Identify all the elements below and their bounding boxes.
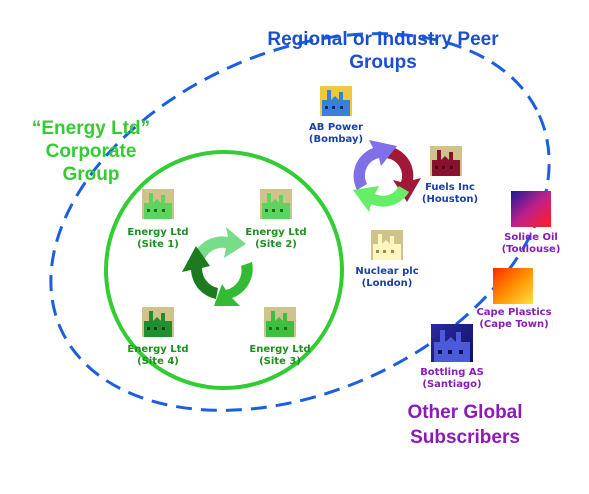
corporate-title-line: “Energy Ltd”: [31, 118, 151, 139]
corporate-title-line: Corporate: [45, 141, 137, 162]
peer-label: Fuels Inc(Houston): [421, 182, 479, 205]
factory-icon: [320, 86, 352, 116]
subscriber-label: Solide Oil(Toulouse): [501, 232, 561, 255]
green-cycle-arrows-icon: [182, 227, 253, 306]
factory-icon: [371, 230, 403, 260]
green-factory-icon: [142, 189, 174, 219]
factory-icon: [431, 324, 473, 362]
gradient-square-icon: [493, 268, 533, 304]
green-factory-icon: [260, 189, 292, 219]
green-factory-icon: [142, 307, 174, 337]
corporate-group-boundary: [104, 150, 344, 390]
peer-group-title: Regional or Industry Peer Groups: [248, 28, 518, 74]
global-title-line: Subscribers: [410, 427, 520, 448]
subscriber-label: Bottling AS(Santiago): [420, 367, 484, 390]
subscriber-label: Cape Plastics(Cape Town): [476, 307, 552, 330]
site-label: Energy Ltd(Site 1): [127, 227, 189, 250]
global-title-line: Other Global: [407, 402, 523, 423]
peer-title-line: Regional or Industry Peer: [267, 29, 499, 50]
corporate-group-title: “Energy Ltd” Corporate Group: [16, 117, 166, 186]
corporate-title-line: Group: [62, 164, 120, 185]
peer-label: Nuclear plc(London): [355, 266, 419, 289]
peer-label: AB Power(Bombay): [308, 122, 364, 145]
site-label: Energy Ltd(Site 2): [245, 227, 307, 250]
site-label: Energy Ltd(Site 3): [249, 344, 311, 367]
peer-title-line: Groups: [349, 52, 417, 73]
factory-icon: [430, 146, 462, 176]
site-label: Energy Ltd(Site 4): [127, 344, 189, 367]
multicolor-cycle-arrows-icon: [353, 140, 421, 212]
global-subscribers-title: Other Global Subscribers: [380, 400, 550, 450]
green-factory-icon: [264, 307, 296, 337]
peer-group-boundary: [49, 32, 551, 412]
gradient-square-icon: [511, 191, 551, 227]
